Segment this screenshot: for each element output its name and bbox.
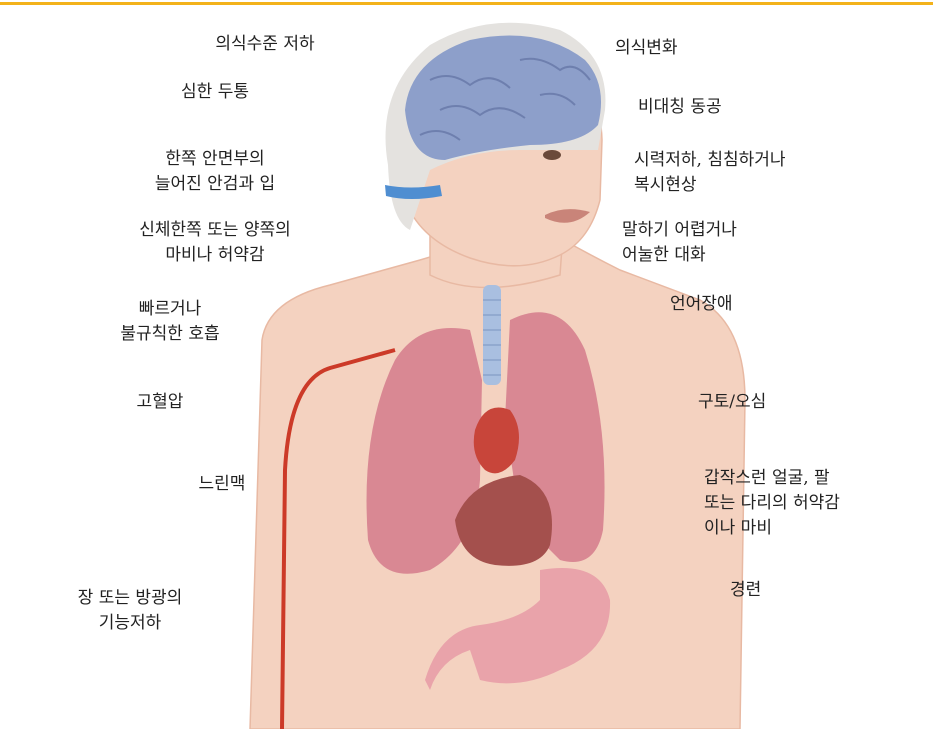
eye (543, 150, 561, 160)
label-right-6: 갑작스런 얼굴, 팔 또는 다리의 허약감 이나 마비 (704, 466, 840, 541)
label-left-2: 한쪽 안면부의 늘어진 안검과 입 (115, 147, 315, 197)
label-left-5: 고혈압 (110, 390, 210, 415)
label-right-2: 시력저하, 침침하거나 복시현상 (634, 148, 786, 198)
label-left-1: 심한 두통 (140, 80, 290, 105)
label-right-4: 언어장애 (670, 292, 733, 317)
label-left-6: 느린맥 (172, 472, 272, 497)
label-left-4: 빠르거나 불규칙한 호흡 (95, 297, 245, 347)
label-right-0: 의식변화 (615, 36, 678, 61)
label-right-1: 비대칭 동공 (638, 95, 722, 120)
label-left-7: 장 또는 방광의 기능저하 (45, 586, 215, 636)
label-left-3: 신체한쪽 또는 양쪽의 마비나 허약감 (100, 218, 330, 268)
label-right-5: 구토/오심 (698, 390, 766, 415)
label-left-0: 의식수준 저하 (190, 32, 340, 57)
label-right-3: 말하기 어렵거나 어눌한 대화 (622, 218, 737, 268)
label-right-7: 경련 (730, 578, 761, 603)
